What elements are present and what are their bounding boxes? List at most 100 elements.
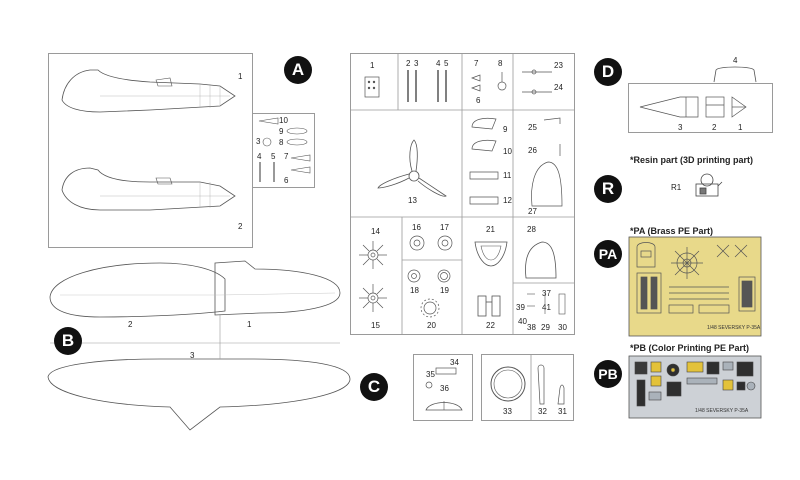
main-sprue-grid	[350, 53, 575, 335]
part-m2-5-rods	[407, 70, 447, 102]
part-m23-label: 23	[554, 61, 563, 70]
part-m9-10-11-12	[469, 117, 499, 205]
part-m21-label: 21	[486, 225, 495, 234]
part-m20-gear	[420, 298, 440, 318]
part-m12-label: 12	[503, 196, 512, 205]
part-m8-label: 8	[498, 59, 503, 68]
part-a6	[290, 166, 311, 174]
part-a4-a5-rods	[259, 162, 275, 182]
part-d4-label: 4	[733, 56, 738, 65]
part-m20-label: 20	[427, 321, 436, 330]
sprue-d-frame	[628, 83, 773, 133]
part-b3-label: 3	[190, 351, 195, 360]
resin-badge: R	[594, 175, 622, 203]
main-sprue-frame	[350, 53, 575, 335]
part-c35-label: 35	[426, 370, 435, 379]
part-m14-label: 14	[371, 227, 380, 236]
part-m10-label: 10	[503, 147, 512, 156]
part-m18-label: 18	[410, 286, 419, 295]
part-m22-label: 22	[486, 321, 495, 330]
pa-brass-sheet: 1/48 SEVERSKY P-35A	[628, 236, 762, 337]
part-c33-label: 33	[503, 407, 512, 416]
part-m15-label: 15	[371, 321, 380, 330]
part-a5-label: 5	[271, 152, 276, 161]
pa-caption: *PA (Brass PE Part)	[630, 226, 714, 236]
part-a7	[290, 154, 311, 162]
part-a9-label: 9	[279, 127, 284, 136]
part-a8	[286, 138, 308, 146]
part-c32-31	[537, 364, 565, 405]
part-c34	[435, 367, 457, 375]
resin-part-label: R1	[671, 183, 682, 192]
part-m25-26-27	[531, 117, 563, 207]
fuselage-half-right	[61, 167, 236, 211]
sprue-c-frame-right	[481, 354, 574, 421]
part-m40-label: 40	[518, 317, 527, 326]
part-m39-label: 39	[516, 303, 525, 312]
part-m9-label: 9	[503, 125, 508, 134]
part-d3-label: 3	[678, 123, 683, 132]
part-a3-label: 3	[256, 137, 261, 146]
pa-sheet-label: 1/48 SEVERSKY P-35A	[707, 325, 761, 331]
part-m22-frame	[477, 295, 501, 317]
part-c32-label: 32	[538, 407, 547, 416]
part-m28-label: 28	[527, 225, 536, 234]
pa-sheet-background	[628, 236, 762, 337]
part-m24-label: 24	[554, 83, 563, 92]
sprue-a-side-frame	[252, 113, 315, 188]
part-m1-label: 1	[370, 61, 375, 70]
part-m16-label: 16	[412, 223, 421, 232]
part-m5-label: 5	[444, 59, 449, 68]
resin-caption: *Resin part (3D printing part)	[630, 155, 754, 165]
part-d1-label: 1	[738, 123, 743, 132]
resin-part-r1	[695, 173, 723, 197]
part-m15-engine	[359, 284, 387, 312]
part-a9	[286, 127, 308, 135]
part-m13-label: 13	[408, 196, 417, 205]
pa-badge: PA	[594, 240, 622, 268]
part-d4-canopy-top	[713, 66, 757, 83]
part-m14-engine	[359, 241, 387, 269]
part-m7-label: 7	[474, 59, 479, 68]
sprue-d-badge: D	[594, 58, 622, 86]
part-a3	[262, 137, 272, 147]
part-a2-label: 2	[238, 222, 243, 231]
part-m18-19	[407, 269, 451, 283]
part-m13-propeller	[377, 139, 447, 197]
part-c31-label: 31	[558, 407, 567, 416]
part-m11-label: 11	[503, 171, 512, 180]
part-d3-2-1-canopy	[639, 96, 747, 118]
part-a6-label: 6	[284, 176, 289, 185]
part-m30-label: 30	[558, 323, 567, 332]
part-a10-label: 10	[279, 116, 288, 125]
part-m27-label: 27	[528, 207, 537, 216]
part-m29-label: 29	[541, 323, 550, 332]
part-a8-label: 8	[279, 138, 284, 147]
part-m16-17-rings	[409, 235, 453, 251]
part-m29-30-37-41	[527, 293, 566, 315]
part-c35	[425, 381, 433, 389]
sprue-b-badge: B	[54, 327, 82, 355]
part-m4-label: 4	[436, 59, 441, 68]
part-m21-seat	[474, 241, 508, 267]
part-m3-label: 3	[414, 59, 419, 68]
part-m25-label: 25	[528, 123, 537, 132]
part-c33-ring	[490, 366, 526, 402]
part-m2-label: 2	[406, 59, 411, 68]
part-m17-label: 17	[440, 223, 449, 232]
pb-caption: *PB (Color Printing PE Part)	[630, 343, 750, 353]
part-b1-label: 1	[247, 320, 252, 329]
part-m1-instrument	[364, 76, 380, 98]
part-a10	[258, 117, 279, 125]
part-a7-label: 7	[284, 152, 289, 161]
part-a1-label: 1	[238, 72, 243, 81]
part-b2-label: 2	[128, 320, 133, 329]
sprue-c-divider	[530, 354, 532, 421]
sprue-a-badge: A	[284, 56, 312, 84]
part-m19-label: 19	[440, 286, 449, 295]
sprue-c-badge: C	[360, 373, 388, 401]
part-m38-label: 38	[527, 323, 536, 332]
sprue-b-wings	[47, 260, 351, 431]
part-m23-24	[522, 69, 552, 95]
part-m26-label: 26	[528, 146, 537, 155]
